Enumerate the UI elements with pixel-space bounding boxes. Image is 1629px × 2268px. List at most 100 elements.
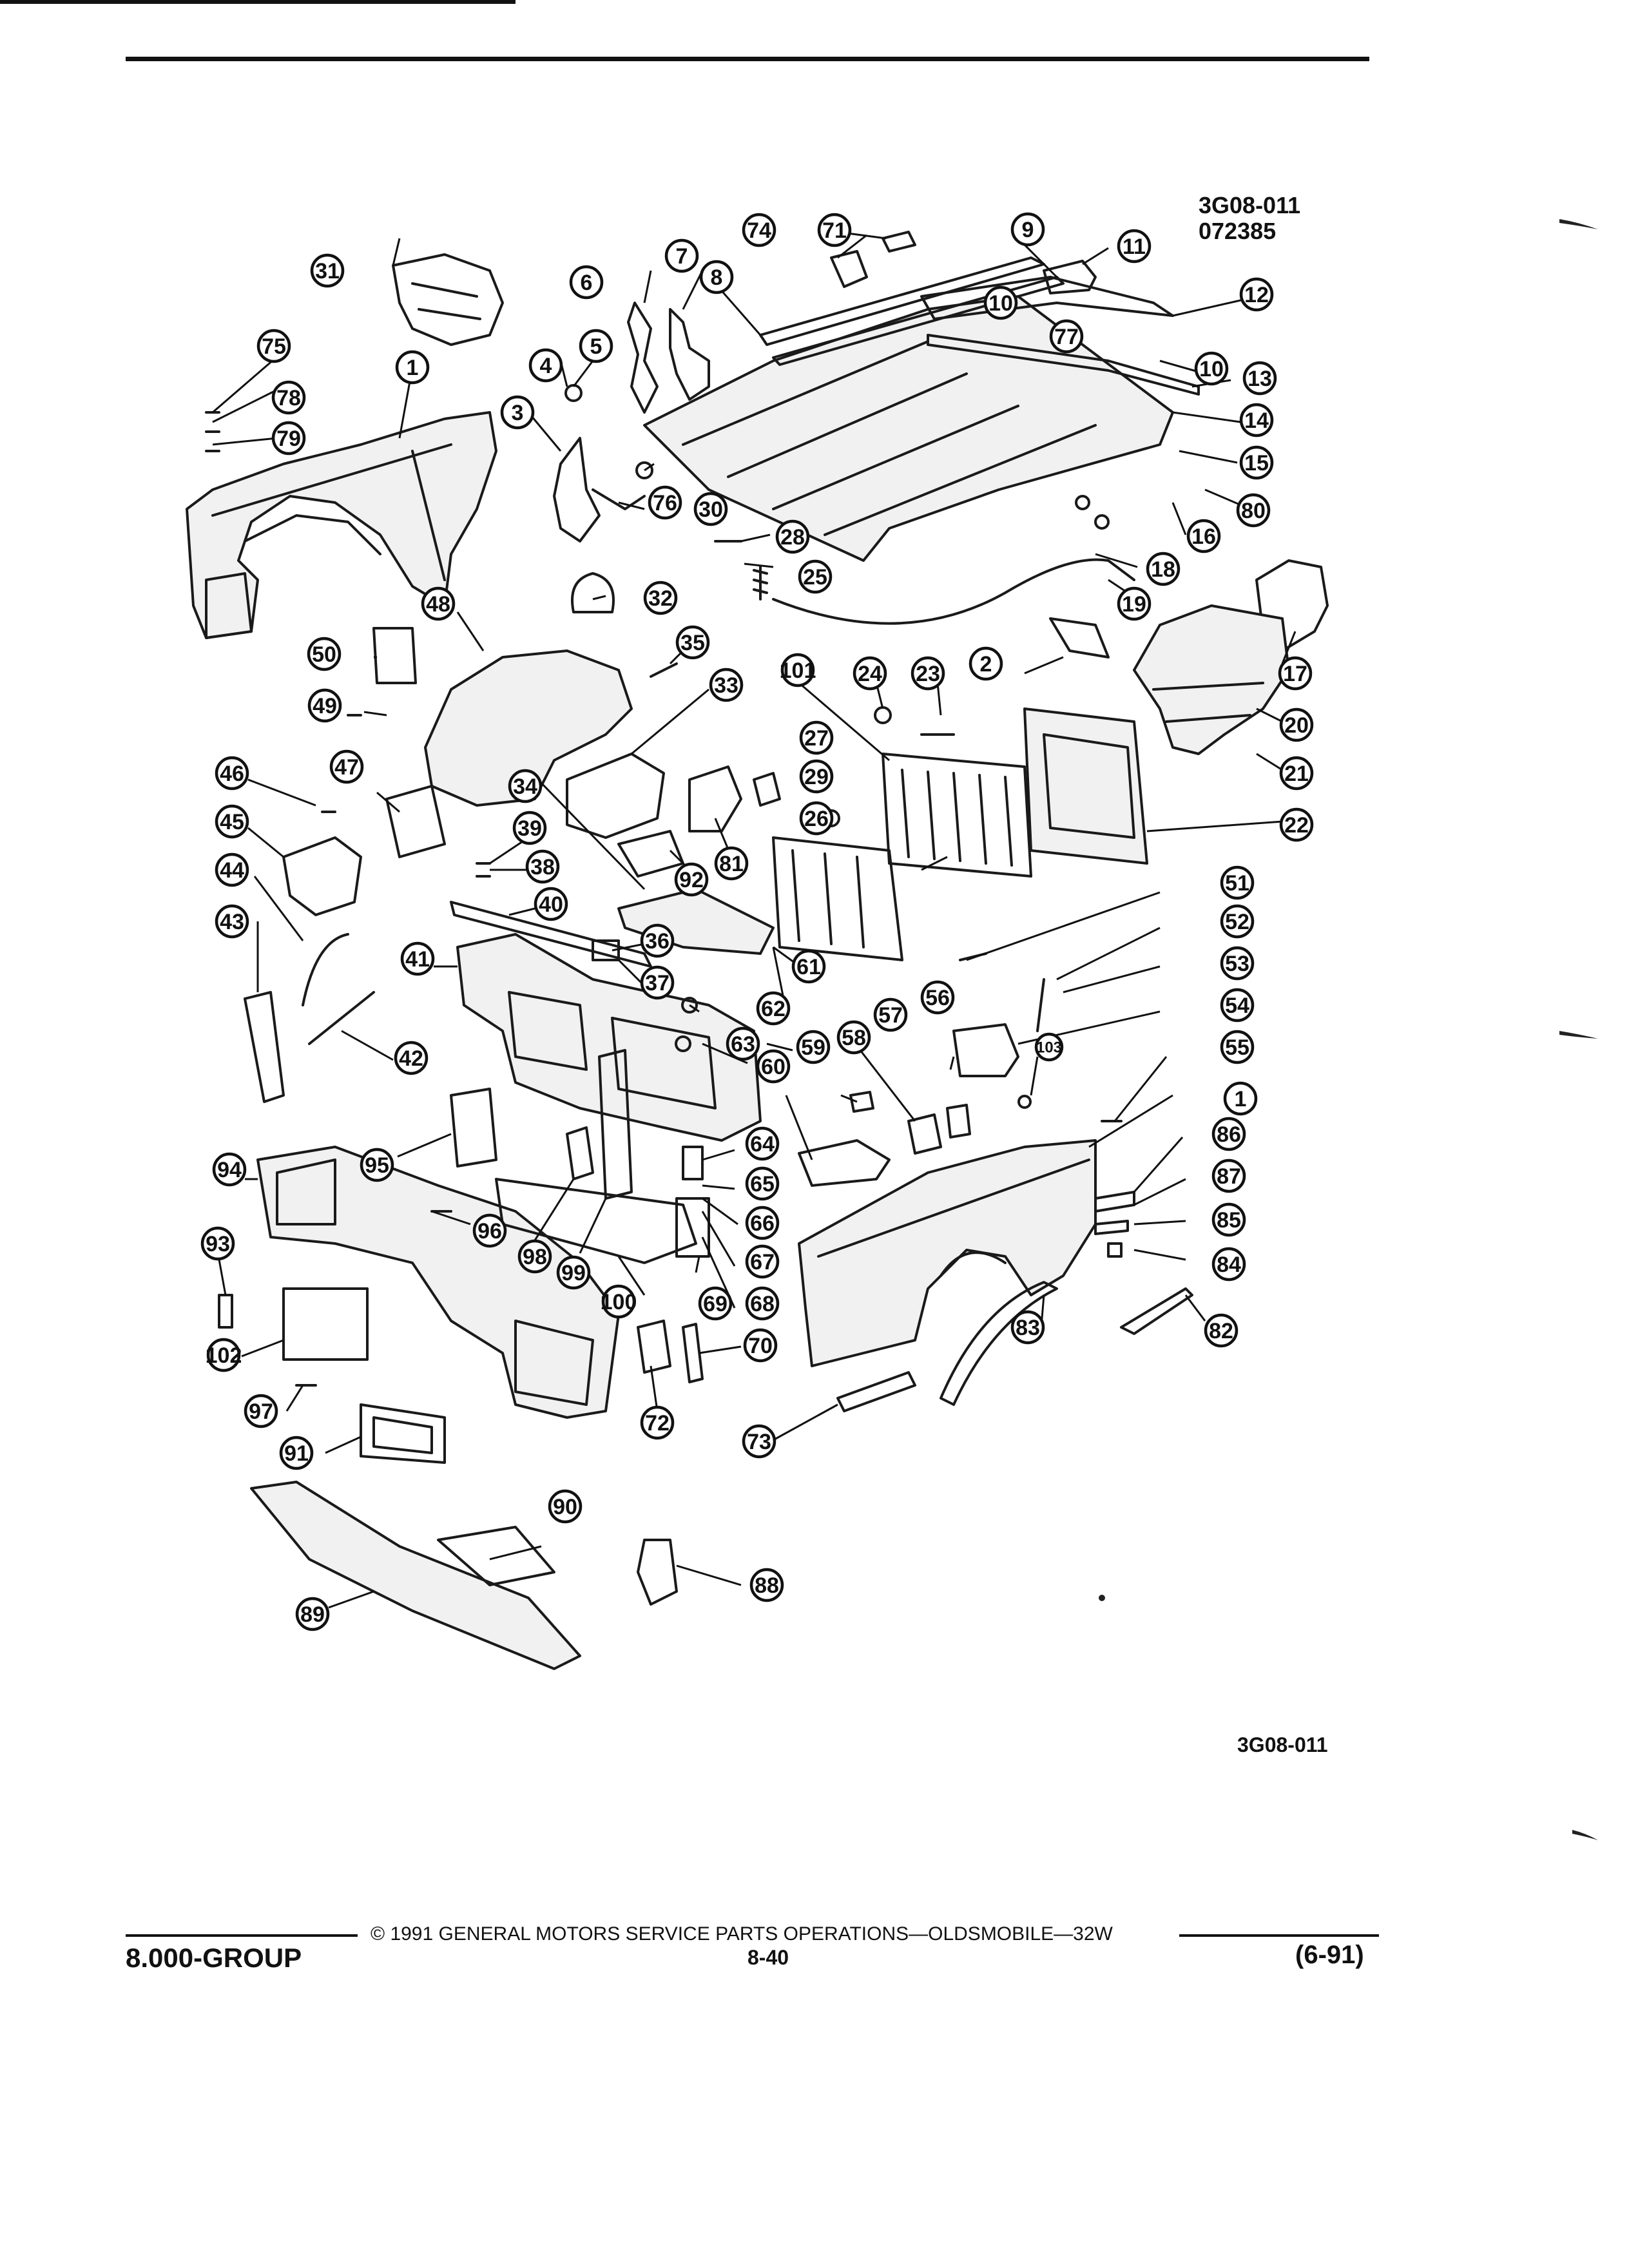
part-71-bracket <box>882 231 916 253</box>
callout-54: 54 <box>1220 988 1255 1023</box>
callout-2: 2 <box>969 646 1003 681</box>
svg-text:55: 55 <box>1225 1035 1249 1060</box>
top-edge-rule <box>0 0 516 4</box>
svg-text:42: 42 <box>399 1046 423 1071</box>
callout-91: 91 <box>279 1436 314 1470</box>
svg-text:95: 95 <box>365 1153 389 1178</box>
svg-text:78: 78 <box>276 386 301 410</box>
part-83-molding <box>940 1281 1058 1406</box>
svg-text:68: 68 <box>750 1292 775 1316</box>
callout-97: 97 <box>244 1394 278 1428</box>
part-70-brace <box>682 1323 704 1383</box>
callout-46: 46 <box>215 756 249 791</box>
callout-81: 81 <box>714 846 749 881</box>
callout-1: 1 <box>395 350 430 385</box>
part-25-spring <box>753 566 768 601</box>
svg-text:62: 62 <box>761 997 786 1021</box>
part-6-hinge-spring <box>627 302 659 414</box>
callout-74: 74 <box>742 213 776 247</box>
callout-34: 34 <box>508 769 543 803</box>
svg-text:25: 25 <box>803 565 827 590</box>
callout-16: 16 <box>1186 519 1221 553</box>
part-72-bracket <box>637 1320 671 1374</box>
svg-text:58: 58 <box>842 1026 866 1050</box>
part-22-fan-shroud <box>1023 707 1148 865</box>
svg-text:63: 63 <box>731 1032 755 1057</box>
callout-12: 12 <box>1239 277 1274 312</box>
svg-text:15: 15 <box>1244 451 1269 476</box>
callout-53: 53 <box>1220 946 1255 981</box>
callout-87: 87 <box>1211 1158 1246 1193</box>
svg-text:24: 24 <box>858 662 882 686</box>
callout-45: 45 <box>215 804 249 839</box>
svg-text:66: 66 <box>750 1211 775 1236</box>
part-73-molding <box>836 1371 916 1412</box>
callout-18: 18 <box>1146 552 1181 586</box>
callout-17: 17 <box>1278 656 1313 691</box>
callout-67: 67 <box>745 1244 780 1279</box>
callout-100: 100 <box>601 1284 637 1319</box>
svg-text:51: 51 <box>1225 871 1249 896</box>
svg-text:6: 6 <box>581 271 593 295</box>
svg-text:69: 69 <box>703 1292 728 1316</box>
callout-76: 76 <box>648 485 682 520</box>
svg-text:48: 48 <box>426 592 450 617</box>
part-81-duct <box>688 765 742 832</box>
part-drawings <box>186 231 1329 1670</box>
svg-text:26: 26 <box>804 807 829 831</box>
part-102-license-bracket <box>282 1287 369 1361</box>
part-95-bracket <box>450 1088 497 1168</box>
part-31-shield <box>392 253 504 346</box>
callout-38: 38 <box>525 849 560 884</box>
page-number: 8-40 <box>747 1946 789 1969</box>
callout-78: 78 <box>271 380 306 415</box>
callout-22: 22 <box>1279 807 1314 842</box>
svg-text:28: 28 <box>780 525 805 550</box>
callout-13: 13 <box>1242 361 1277 396</box>
callout-59: 59 <box>796 1030 831 1064</box>
callout-83: 83 <box>1010 1310 1045 1345</box>
callout-49: 49 <box>307 688 342 723</box>
svg-text:61: 61 <box>796 955 821 979</box>
callout-94: 94 <box>212 1152 247 1187</box>
part-64-69-mount-stack <box>675 1146 710 1258</box>
svg-text:1: 1 <box>1235 1087 1247 1111</box>
callout-52: 52 <box>1220 904 1255 939</box>
svg-text:100: 100 <box>601 1290 637 1314</box>
svg-text:92: 92 <box>679 868 704 892</box>
callout-65: 65 <box>745 1166 780 1201</box>
drawing-id-footer: 3G08-011 <box>1237 1733 1328 1756</box>
part-93-screw <box>218 1294 233 1329</box>
group-label: 8.000-GROUP <box>126 1943 302 1973</box>
part-1-right-fender <box>798 1139 1097 1367</box>
svg-text:60: 60 <box>761 1055 786 1079</box>
svg-text:19: 19 <box>1122 592 1146 617</box>
revision-label: (6-91) <box>1295 1941 1364 1969</box>
callout-28: 28 <box>775 519 810 554</box>
svg-text:46: 46 <box>220 762 244 786</box>
svg-text:56: 56 <box>925 986 950 1010</box>
callout-80: 80 <box>1236 493 1271 528</box>
callout-64: 64 <box>745 1126 780 1161</box>
svg-text:50: 50 <box>312 642 336 667</box>
callout-47: 47 <box>329 749 364 784</box>
svg-text:52: 52 <box>1225 910 1249 934</box>
callout-36: 36 <box>640 923 675 958</box>
callout-8: 8 <box>699 260 734 294</box>
svg-text:37: 37 <box>645 971 670 995</box>
callout-35: 35 <box>675 625 710 660</box>
svg-text:64: 64 <box>750 1132 775 1157</box>
svg-text:32: 32 <box>648 586 673 611</box>
part-84-87-emblems <box>1094 1191 1135 1258</box>
callout-27: 27 <box>799 720 834 755</box>
part-98-bracket <box>566 1126 594 1180</box>
callout-55: 55 <box>1220 1030 1255 1064</box>
callout-11: 11 <box>1117 229 1152 264</box>
callout-31: 31 <box>310 253 345 288</box>
part-91-bezel <box>360 1403 446 1464</box>
part-2-pad <box>1049 617 1110 658</box>
callout-96: 96 <box>472 1213 507 1248</box>
callout-29: 29 <box>799 759 834 794</box>
svg-text:98: 98 <box>523 1245 547 1269</box>
drawing-date-header: 072385 <box>1199 218 1277 244</box>
